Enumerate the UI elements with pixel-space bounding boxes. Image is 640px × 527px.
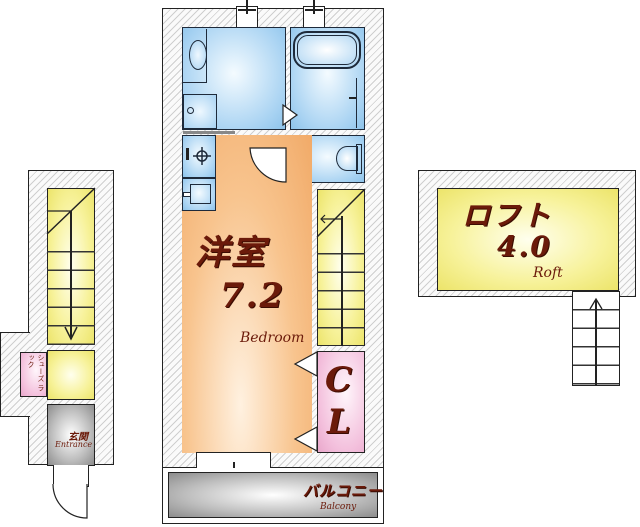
entrance-label-jp: 玄関 [68, 432, 88, 443]
front-door-swing-icon [52, 483, 88, 519]
shoe-rack-label-line2: ラック [27, 354, 45, 392]
closet-door-upper-icon [293, 350, 318, 378]
top-window-right-mark-h [305, 9, 323, 11]
washing-machine-drain-icon [187, 107, 194, 114]
bedroom-size: 7.2 [220, 276, 286, 316]
ladder-up-arrow-icon [589, 297, 603, 310]
toilet-bowl-icon [336, 146, 358, 171]
bedroom-label-en: Bedroom [240, 330, 305, 346]
bedroom-label-jp: 洋室 [195, 233, 267, 273]
door-swing-washroom-icon [282, 103, 299, 127]
shower-faucet-icon [349, 97, 357, 99]
sink-basin-icon [189, 40, 207, 70]
washroom-shelf [183, 131, 235, 134]
top-window-right-mark [313, 0, 315, 14]
closet [317, 351, 365, 453]
loft-label-en: Roft [533, 265, 563, 281]
balcony [168, 472, 378, 518]
entrance-stair-center-line [70, 211, 72, 339]
shoe-rack-label-line1: シューズ [37, 354, 45, 382]
entrance-unit-annex [0, 332, 30, 417]
entrance-label-en: Entrance [55, 440, 93, 449]
shoe-rack [20, 352, 47, 397]
toilet-tank-icon [356, 144, 362, 174]
closet-label-l: L [327, 402, 351, 442]
top-window-left-mark [246, 0, 248, 14]
entrance-landing [47, 350, 95, 400]
stove-knob [186, 148, 189, 160]
top-window-left-mark-h [238, 9, 256, 11]
interior-stair-center-line [341, 216, 343, 346]
interior-stair-diagonal [316, 188, 366, 238]
loft-label-jp: ロフト [462, 199, 553, 232]
balcony-label-en: Balcony [320, 502, 357, 512]
kitchen-faucet-icon [183, 192, 191, 197]
door-swing-bedroom-icon [249, 147, 287, 183]
stair-down-arrow-icon [64, 326, 78, 341]
loft-ladder-center-line [595, 300, 597, 386]
loft [437, 188, 619, 291]
closet-label-c: C [325, 360, 353, 400]
closet-door-lower-icon [293, 425, 318, 453]
balcony-label-jp: バルコニー [303, 482, 383, 500]
shoe-rack-label: シューズ ラック [22, 354, 46, 396]
bathroom-side-panel [356, 78, 364, 128]
stove-burner-icon [193, 147, 211, 165]
kitchen-sink-basin-icon [190, 184, 211, 204]
loft-size: 4.0 [497, 230, 552, 263]
bathtub-inner [297, 35, 357, 65]
